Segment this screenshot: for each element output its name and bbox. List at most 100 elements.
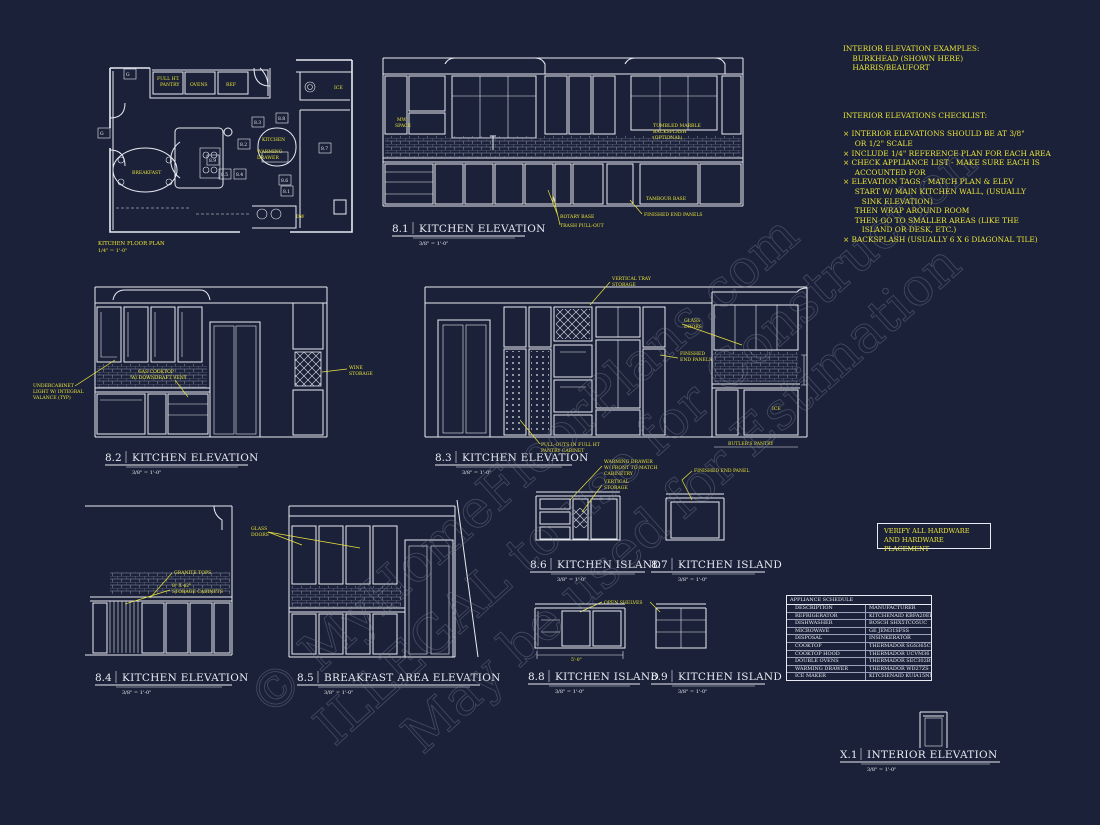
- note-vstorage: VERTICAL: [603, 479, 629, 485]
- note-storage: 8" X 42": [172, 583, 191, 589]
- checklist-title: INTERIOR ELEVATIONS CHECKLIST:: [843, 110, 988, 120]
- tag-box: [278, 174, 292, 186]
- section-tag: 8.4: [233, 168, 247, 180]
- note-backsplash-3: (OPTIONAL): [653, 134, 683, 141]
- label-breakfast: BREAKFAST: [132, 170, 162, 176]
- tag-label: 8.8: [278, 116, 285, 122]
- note-backsplash: TUMBLED MARBLE: [653, 123, 701, 129]
- label-dw: DW: [296, 214, 305, 220]
- note-rotary: ROTARY BASE: [560, 214, 594, 220]
- section-tag: 8.8: [275, 112, 289, 124]
- elevation-title: KITCHEN ELEVATION: [132, 452, 259, 464]
- note-cooktop-2: W/ DOWNDRAFT VENT: [131, 375, 188, 381]
- island-notes: WARMING DRAWER W/ FRONT TO MATCH CABINET…: [569, 459, 749, 663]
- label-pantry: FULL HT.: [157, 76, 180, 82]
- checklist-1: × INTERIOR ELEVATIONS SHOULD BE AT 3/8": [843, 129, 1025, 139]
- elevation-scale: 3/8" = 1'-0": [132, 470, 161, 476]
- note-backsplash-2: BACKSPLASH: [653, 129, 686, 135]
- note-butlers: BUTLER'S PANTRY: [728, 441, 774, 447]
- section-tag: 8.9: [206, 154, 220, 166]
- elevation-scale: 3/8" = 1'-0": [462, 470, 491, 476]
- checklist-12: × BACKSPLASH (USUALLY 6 X 6 DIAGONAL TIL…: [843, 234, 1038, 244]
- note-mw: MW: [397, 117, 407, 123]
- floor-plan-title: KITCHEN FLOOR PLAN: [98, 241, 165, 247]
- tag-box: [233, 168, 247, 180]
- label-drawer: DRAWER: [257, 155, 279, 161]
- elevation-scale: 3/8" = 1'-0": [324, 690, 353, 696]
- elevation-title: KITCHEN ISLAND: [678, 559, 782, 571]
- note-glass-85-2: DOORS: [251, 532, 269, 538]
- elevation-title: BREAKFAST AREA ELEVATION: [324, 672, 501, 684]
- elevation-scale: 3/8" = 1'-0": [555, 689, 584, 695]
- tag-label: 8.7: [321, 146, 328, 152]
- checklist-4: × CHECK APPLIANCE LIST - MAKE SURE EACH …: [843, 158, 1040, 168]
- floor-plan-scale: 1/4" = 1'-0": [98, 248, 127, 254]
- section-tag: 8.6: [278, 174, 292, 186]
- schedule-description: MICROWAVE: [787, 627, 866, 635]
- label-kitchen: KITCHEN: [262, 137, 285, 143]
- elevation-scale: 3/8" = 1'-0": [678, 689, 707, 695]
- elevation-number: 8.8: [528, 671, 545, 683]
- elevation-title-block: 8.5 BREAKFAST AREA ELEVATION 3/8" = 1'-0": [297, 671, 501, 696]
- schedule-manufacturer: GE JEM31SFSS: [869, 627, 910, 634]
- note-finished-87: FINISHED END PANEL: [694, 468, 749, 474]
- note-fin: FINISHED: [680, 351, 705, 357]
- note-fin-2: END PANELS: [680, 357, 712, 363]
- section-tag: 8.2: [237, 138, 251, 150]
- label-ice: ICE: [334, 85, 343, 91]
- note-warming: WARMING DRAWER: [604, 459, 653, 465]
- schedule-header-manufacturer: MANUFACTURER: [869, 605, 916, 611]
- examples-title: INTERIOR ELEVATION EXAMPLES:: [843, 44, 980, 53]
- note-glass-85: GLASS: [251, 526, 267, 532]
- section-tag: 8.7: [318, 142, 332, 154]
- elevation-scale: 3/8" = 1'-0": [122, 690, 151, 696]
- note-storage-2: STORAGE CABINETS: [172, 589, 223, 595]
- elevation-title: INTERIOR ELEVATION: [867, 749, 997, 761]
- checklist-11: ISLAND OR DESK, ETC.): [843, 225, 957, 235]
- tag-box: [97, 127, 111, 139]
- island-88-89-drawing: [534, 603, 707, 659]
- tag-box: [280, 185, 294, 197]
- note-glass: GLASS: [684, 318, 700, 324]
- checklist-10: THEN GO TO SMALLER AREAS (LIKE THE: [843, 215, 1019, 225]
- tag-label: G: [126, 72, 130, 78]
- example-2: HARRIS/BEAUFORT: [843, 63, 930, 73]
- note-undercab: UNDERCABINET: [33, 383, 75, 389]
- schedule-header-description: DESCRIPTION: [787, 605, 866, 612]
- elevation-8-1-notes: MW SPACE TUMBLED MARBLE BACKSPLASH (OPTI…: [395, 117, 703, 229]
- checklist-2: OR 1/2" SCALE: [843, 138, 913, 148]
- note-warming-2: W/ FRONT TO MATCH: [604, 465, 657, 471]
- section-tag: G: [123, 68, 137, 80]
- appliance-schedule: APPLIANCE SCHEDULE DESCRIPTION MANUFACTU…: [786, 595, 932, 681]
- note-mw-2: SPACE: [395, 123, 411, 129]
- elevation-8-1-drawing: [382, 57, 744, 207]
- tag-label: 8.3: [254, 120, 261, 126]
- schedule-description: DOUBLE OVENS: [787, 658, 866, 665]
- schedule-manufacturer: THERMADOR WD27ZS: [869, 665, 929, 672]
- tag-box: [318, 142, 332, 154]
- elevation-title: KITCHEN ISLAND: [557, 559, 661, 571]
- elevation-scale: 3/8" = 1'-0": [419, 241, 448, 247]
- elevation-number: 8.5: [297, 672, 314, 684]
- note-pullouts: PULL-OUTS IN FULL HT: [541, 442, 601, 448]
- elevation-number: 8.6: [530, 559, 547, 571]
- checklist-5: ACCOUNTED FOR: [843, 167, 926, 177]
- tag-box: [237, 138, 251, 150]
- checklist-8: SINK ELEVATION): [843, 196, 933, 206]
- note-finished-end: FINISHED END PANELS: [644, 212, 703, 218]
- tag-label: 8.9: [209, 158, 216, 164]
- schedule-manufacturer: KITCHENAID KBFA20ERSS: [869, 612, 931, 619]
